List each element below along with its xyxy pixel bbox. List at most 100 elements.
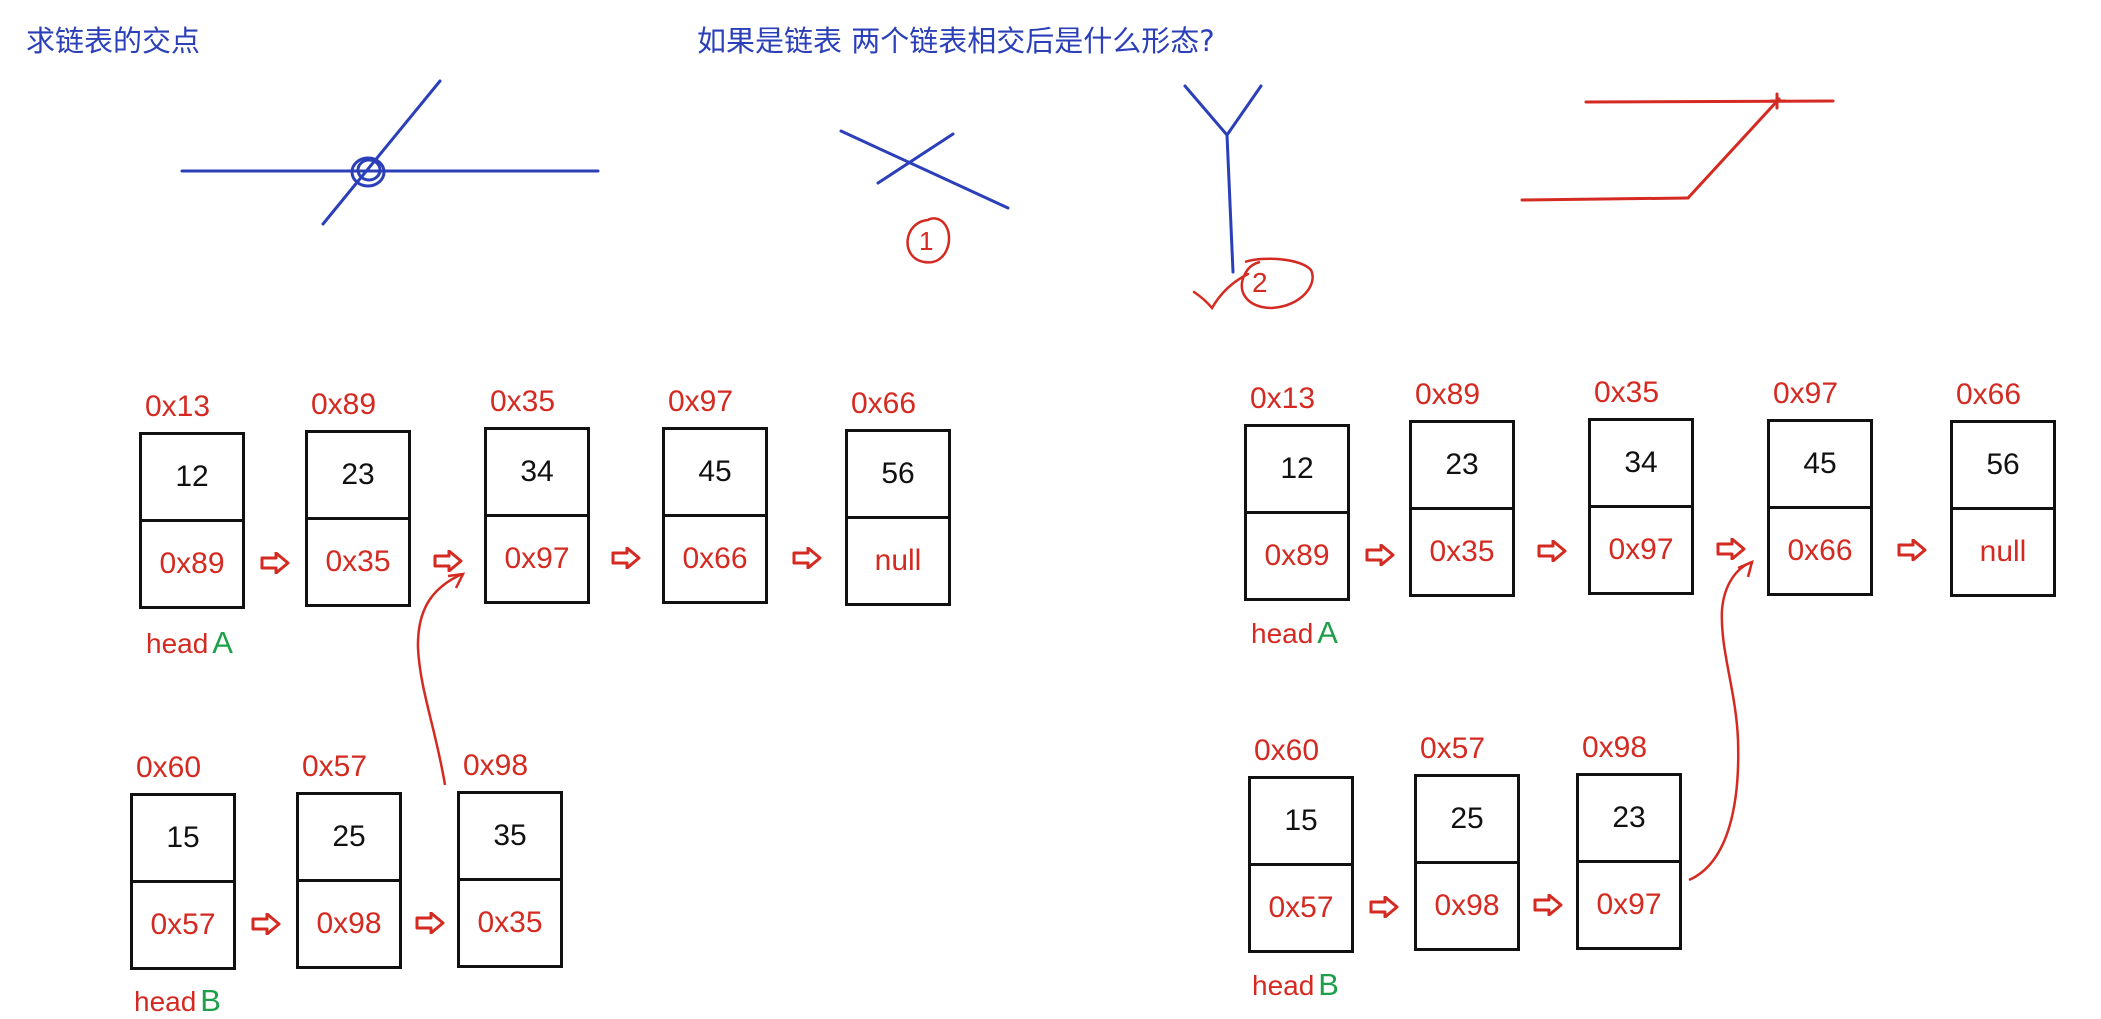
node-address: 0x97	[668, 385, 734, 418]
list-node: 12 0x89	[1244, 424, 1350, 601]
node-next-pointer: null	[1979, 535, 2027, 568]
list-node: 34 0x97	[484, 427, 590, 604]
node-address: 0x66	[851, 387, 917, 420]
node-next-pointer: 0x89	[159, 547, 225, 580]
list-node: 34 0x97	[1588, 418, 1694, 595]
next-arrow-icon	[251, 913, 281, 935]
node-value: 15	[1251, 779, 1351, 866]
next-arrow-icon	[611, 547, 641, 569]
node-value: 45	[665, 430, 765, 517]
next-arrow-icon	[1537, 540, 1566, 562]
node-address: 0x89	[311, 388, 377, 421]
list-node: 23 0x97	[1576, 773, 1682, 950]
next-arrow-icon	[1897, 539, 1926, 561]
node-next-pointer: 0x97	[1608, 533, 1674, 566]
next-arrow-icon	[260, 552, 290, 574]
head-letter: B	[200, 983, 221, 1018]
node-address: 0x57	[302, 750, 368, 783]
node-value: 15	[133, 796, 233, 883]
list-node: 45 0x66	[662, 427, 768, 604]
next-arrow-icon	[433, 550, 462, 572]
x-shape-sketch	[839, 129, 1010, 210]
node-value: 23	[1412, 423, 1512, 510]
list-node: 23 0x35	[305, 430, 411, 607]
head-text: head	[146, 628, 209, 659]
next-arrow-icon	[1369, 896, 1399, 918]
node-next-pointer: 0x66	[682, 542, 748, 575]
case-2-circle	[1240, 257, 1314, 310]
node-address: 0x89	[1415, 378, 1481, 411]
head-text: head	[134, 986, 197, 1017]
node-value: 12	[142, 435, 242, 522]
next-arrow-icon	[792, 547, 821, 569]
node-value: 56	[1953, 423, 2053, 510]
node-address: 0x13	[145, 390, 211, 423]
head-letter: A	[212, 625, 233, 660]
list-node: 45 0x66	[1767, 419, 1873, 596]
node-next-pointer: 0x57	[150, 908, 216, 941]
list-node: 23 0x35	[1409, 420, 1515, 597]
node-next-pointer: 0x89	[1264, 539, 1330, 572]
title-right: 如果是链表 两个链表相交后是什么形态?	[697, 24, 1215, 58]
connector-right-b-to-a	[1688, 559, 1754, 882]
head-text: head	[1252, 970, 1315, 1001]
node-value: 25	[299, 795, 399, 882]
crossing-lines-sketch	[180, 79, 600, 226]
node-address: 0x13	[1250, 382, 1316, 415]
intersection-circle	[350, 156, 386, 188]
node-value: 23	[1579, 776, 1679, 863]
next-arrow-icon	[415, 912, 444, 934]
list-node: 25 0x98	[1414, 774, 1520, 951]
node-value: 23	[308, 433, 408, 520]
connector-left-b-to-a	[416, 572, 466, 786]
node-next-pointer: 0x98	[316, 907, 382, 940]
node-value: 34	[1591, 421, 1691, 508]
node-address: 0x60	[136, 751, 202, 784]
node-value: 12	[1247, 427, 1347, 514]
node-address: 0x66	[1956, 378, 2022, 411]
node-next-pointer: 0x35	[325, 545, 391, 578]
node-address: 0x60	[1254, 734, 1320, 767]
node-next-pointer: 0x97	[1596, 888, 1662, 921]
node-next-pointer: 0x57	[1268, 891, 1334, 924]
node-value: 34	[487, 430, 587, 517]
head-text: head	[1251, 618, 1314, 649]
node-address: 0x35	[1594, 376, 1660, 409]
node-value: 25	[1417, 777, 1517, 864]
node-address: 0x35	[490, 385, 556, 418]
node-address: 0x98	[1582, 731, 1648, 764]
node-address: 0x57	[1420, 732, 1486, 765]
head-letter: B	[1318, 967, 1339, 1002]
list-node: 15 0x57	[1248, 776, 1354, 953]
node-value: 56	[848, 432, 948, 519]
list-node: 15 0x57	[130, 793, 236, 970]
list-node: 35 0x35	[457, 791, 563, 968]
case-2-label: 2	[1252, 267, 1268, 298]
node-next-pointer: 0x66	[1787, 534, 1853, 567]
node-value: 45	[1770, 422, 1870, 509]
next-arrow-icon	[1365, 544, 1394, 566]
node-next-pointer: 0x97	[504, 542, 570, 575]
case-1-label: 1	[919, 226, 933, 256]
node-next-pointer: 0x35	[477, 906, 543, 939]
node-address: 0x98	[463, 749, 529, 782]
parallel-merge-sketch	[1520, 92, 1835, 202]
y-shape-sketch	[1183, 84, 1263, 274]
head-letter: A	[1317, 615, 1338, 650]
list-node: 25 0x98	[296, 792, 402, 969]
next-arrow-icon	[1716, 538, 1745, 560]
title-left: 求链表的交点	[26, 24, 201, 58]
node-next-pointer: null	[874, 544, 922, 577]
node-next-pointer: 0x35	[1429, 535, 1495, 568]
node-value: 35	[460, 794, 560, 881]
next-arrow-icon	[1533, 894, 1563, 916]
node-address: 0x97	[1773, 377, 1839, 410]
list-node: 12 0x89	[139, 432, 245, 609]
node-next-pointer: 0x98	[1434, 889, 1500, 922]
